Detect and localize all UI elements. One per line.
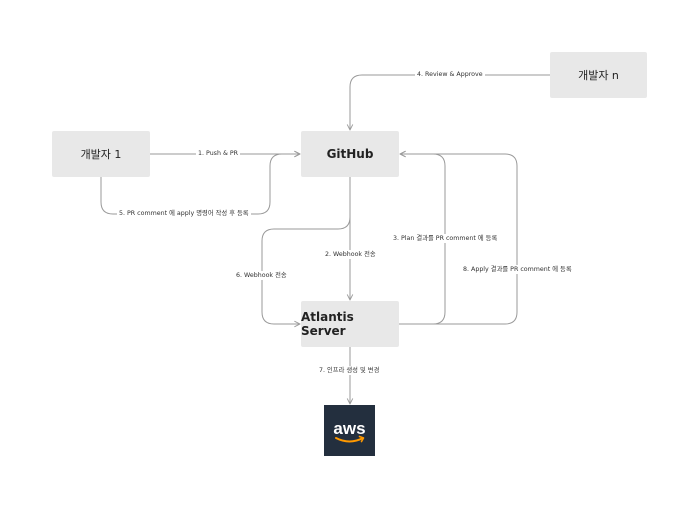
label-plan-result: 3. Plan 결과를 PR comment 에 등록 [391, 234, 500, 243]
label-apply-result: 8. Apply 결과를 PR comment 에 등록 [461, 265, 574, 274]
aws-smile-arrow [358, 435, 365, 443]
label-webhook-6: 6. Webhook 전송 [234, 271, 289, 280]
edge-review-approve [350, 74, 550, 130]
edge-webhook-6 [261, 177, 351, 324]
node-aws: aws [324, 405, 375, 456]
label-infra: 7. 인프라 생성 및 변경 [317, 366, 382, 375]
label-push-pr: 1. Push & PR [196, 149, 241, 158]
node-developer-n: 개발자 n [550, 52, 647, 98]
edge-apply-result [399, 154, 518, 325]
aws-smile [335, 437, 364, 443]
node-atlantis-server: Atlantis Server [301, 301, 399, 347]
node-developer-1: 개발자 1 [52, 131, 150, 177]
label-apply-comment: 5. PR comment 에 apply 명령어 작성 후 등록 [117, 209, 251, 218]
edge-apply-comment [100, 154, 300, 215]
label-review-approve: 4. Review & Approve [415, 70, 485, 79]
node-github: GitHub [301, 131, 399, 177]
aws-logo-text: aws [333, 419, 365, 438]
label-webhook-2: 2. Webhook 전송 [323, 250, 378, 259]
aws-logo-icon: aws [333, 419, 366, 443]
